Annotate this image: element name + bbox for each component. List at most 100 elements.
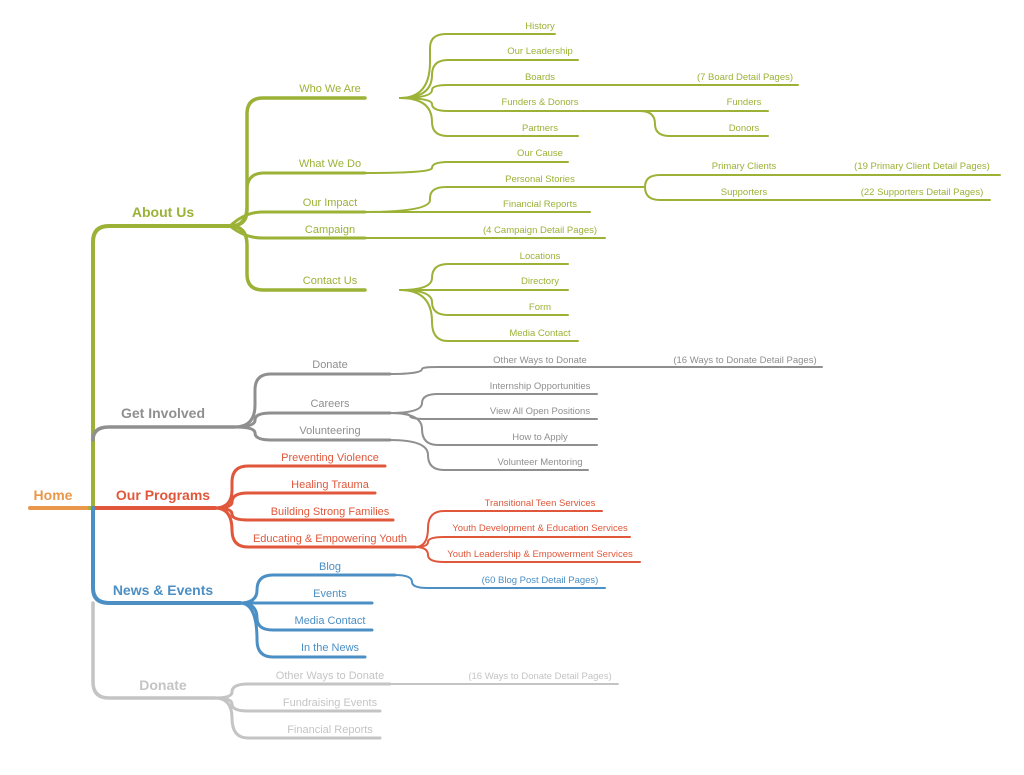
about-us-connector: [88, 224, 232, 510]
blog-label: Blog: [319, 561, 341, 573]
our-cause-label: Our Cause: [517, 148, 563, 159]
youth-leadership-label: Youth Leadership & Empowerment Services: [447, 549, 633, 560]
donate-labels: Donate Other Ways to Donate (16 Ways to …: [139, 670, 611, 736]
news-events-connector: [91, 506, 242, 605]
volunteering-connector: [233, 425, 392, 442]
news-events-branch: [91, 506, 606, 659]
volunteer-mentoring-connector: [389, 439, 589, 471]
funders-donors-connector: [399, 97, 769, 112]
events-label: Events: [313, 588, 347, 600]
get-involved-label: Get Involved: [121, 405, 205, 421]
primary-clients-connector: [644, 174, 1001, 188]
campaign-label: Campaign: [305, 224, 355, 236]
about-us-labels: About Us Who We Are What We Do Our Impac…: [132, 21, 990, 339]
campaign-detail-label: (4 Campaign Detail Pages): [483, 225, 597, 236]
donate-financial-connector: [213, 696, 382, 740]
campaign-connector: [228, 224, 367, 240]
youth-development-label: Youth Development & Education Services: [452, 523, 628, 534]
supporters-label: Supporters: [721, 187, 768, 198]
root-node: Home: [28, 487, 92, 510]
donate-other-ways-label: Other Ways to Donate: [276, 670, 384, 682]
history-connector: [399, 33, 556, 99]
how-to-apply-connector: [389, 412, 598, 446]
history-label: History: [525, 21, 555, 32]
educating-youth-label: Educating & Empowering Youth: [253, 533, 407, 545]
other-ways-donate-connector: [389, 366, 823, 375]
donate-label: Donate: [139, 677, 187, 693]
directory-label: Directory: [521, 276, 559, 287]
volunteer-mentoring-label: Volunteer Mentoring: [497, 457, 582, 468]
donate-sub-label: Donate: [312, 359, 347, 371]
donate-financial-label: Financial Reports: [287, 724, 373, 736]
donors-label: Donors: [729, 123, 760, 134]
our-impact-label: Our Impact: [303, 197, 357, 209]
partners-label: Partners: [522, 123, 558, 134]
who-we-are-label: Who We Are: [299, 83, 361, 95]
donors-connector: [639, 110, 769, 137]
what-we-do-label: What We Do: [299, 158, 361, 170]
leadership-youth-connector: [414, 546, 641, 563]
supporters-connector: [644, 186, 991, 201]
contact-us-label: Contact Us: [303, 275, 358, 287]
boards-detail-label: (7 Board Detail Pages): [697, 72, 793, 83]
locations-label: Locations: [520, 251, 561, 262]
what-we-do-connector: [228, 171, 367, 228]
supporters-detail-label: (22 Supporters Detail Pages): [861, 187, 984, 198]
primary-clients-label: Primary Clients: [712, 161, 777, 172]
preventing-violence-label: Preventing Violence: [281, 452, 379, 464]
open-positions-label: View All Open Positions: [490, 406, 590, 417]
youth-connector: [213, 506, 417, 549]
other-ways-donate-label: Other Ways to Donate: [493, 355, 587, 366]
boards-label: Boards: [525, 72, 555, 83]
teen-connector: [414, 510, 603, 548]
donate-connector: [91, 601, 217, 700]
our-impact-connector: [228, 210, 367, 228]
personal-stories-connector: [364, 186, 646, 213]
in-the-news-label: In the News: [301, 642, 360, 654]
our-programs-labels: Our Programs Preventing Violence Healing…: [116, 452, 633, 560]
building-families-label: Building Strong Families: [271, 506, 390, 518]
funders-label: Funders: [727, 97, 762, 108]
personal-stories-label: Personal Stories: [505, 174, 575, 185]
donate-detail-label: (16 Ways to Donate Detail Pages): [673, 355, 816, 366]
locations-connector: [399, 263, 569, 291]
our-leadership-label: Our Leadership: [507, 46, 572, 57]
news-events-labels: News & Events Blog (60 Blog Post Detail …: [113, 561, 599, 654]
teen-services-label: Transitional Teen Services: [485, 498, 596, 509]
leadership-connector: [399, 59, 579, 99]
primary-clients-detail-label: (19 Primary Client Detail Pages): [854, 161, 990, 172]
form-connector: [399, 289, 569, 316]
internship-connector: [389, 393, 598, 414]
form-label: Form: [529, 302, 551, 313]
our-programs-branch: [91, 464, 641, 563]
development-connector: [414, 536, 631, 548]
home-label: Home: [34, 487, 73, 503]
healing-trauma-label: Healing Trauma: [291, 479, 370, 491]
our-cause-connector: [364, 161, 569, 174]
donate-sub-connector: [233, 372, 392, 429]
financial-reports-label: Financial Reports: [503, 199, 577, 210]
media-contact-connector: [399, 289, 579, 342]
donate-other-connector: [213, 682, 392, 700]
get-involved-labels: Get Involved Donate Careers Volunteering…: [121, 355, 817, 468]
funders-donors-label: Funders & Donors: [501, 97, 578, 108]
careers-label: Careers: [310, 398, 350, 410]
about-us-branch: [88, 33, 1001, 510]
our-programs-label: Our Programs: [116, 487, 210, 503]
get-involved-connector: [91, 425, 237, 442]
media-contact-label: Media Contact: [509, 328, 571, 339]
partners-connector: [399, 97, 579, 137]
volunteering-label: Volunteering: [299, 425, 360, 437]
internship-label: Internship Opportunities: [490, 381, 591, 392]
media-contact-news-label: Media Contact: [295, 615, 366, 627]
how-to-apply-label: How to Apply: [512, 432, 568, 443]
donate-branch: [91, 601, 619, 740]
boards-connector: [399, 84, 799, 99]
about-us-label: About Us: [132, 204, 194, 220]
blog-detail-label: (60 Blog Post Detail Pages): [482, 575, 599, 586]
contact-us-connector: [228, 224, 367, 292]
donate-other-detail-label: (16 Ways to Donate Detail Pages): [468, 671, 611, 682]
fundraising-events-label: Fundraising Events: [283, 697, 378, 709]
news-events-label: News & Events: [113, 582, 214, 598]
